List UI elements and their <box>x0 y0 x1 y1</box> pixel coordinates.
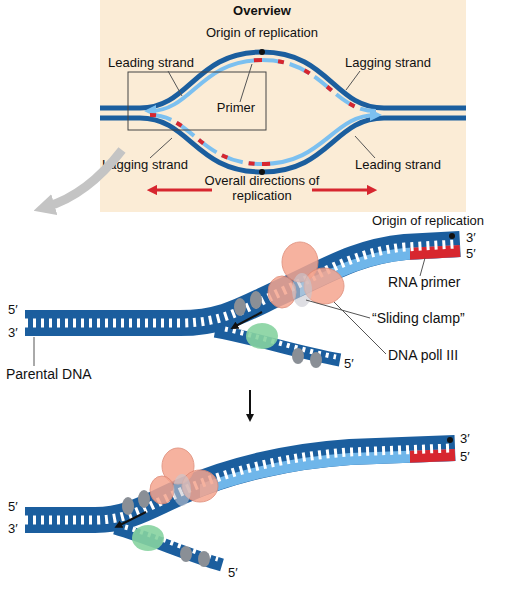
dna-polymerase <box>150 476 174 504</box>
sliding-clamp <box>292 273 312 307</box>
leader-line <box>306 300 370 318</box>
panel-label: Primer <box>217 101 255 116</box>
strand-end-label: 3′ <box>8 326 18 341</box>
direction-arrow <box>118 512 146 526</box>
strand-end-label: 5′ <box>460 450 470 465</box>
panel-label: Overall directions of replication <box>200 174 324 204</box>
origin-dot <box>259 49 265 55</box>
direction-arrow <box>312 189 372 192</box>
sliding-clamp <box>173 474 191 506</box>
helicase <box>132 525 164 551</box>
base-pairs <box>25 448 451 520</box>
binding-protein <box>310 352 322 368</box>
origin-dot <box>449 233 455 239</box>
strand-end-label: 5′ <box>466 247 476 262</box>
panel-label: Leading strand <box>108 56 194 71</box>
binding-protein <box>250 291 262 309</box>
part-label: RNA primer <box>388 274 460 290</box>
binding-protein <box>234 298 246 316</box>
strand-end-label: 3′ <box>466 231 476 246</box>
binding-protein <box>180 546 192 562</box>
part-label: Parental DNA <box>6 366 92 382</box>
new-strand <box>300 251 460 330</box>
binding-protein <box>122 497 134 515</box>
binding-protein <box>292 348 304 364</box>
strand-end-label: 3′ <box>460 432 470 447</box>
leader-line <box>334 302 386 354</box>
strand-end-label: 3′ <box>8 522 18 537</box>
dna-polymerase <box>268 276 296 308</box>
strand-end-label: 5′ <box>8 500 18 515</box>
strand-end-label: 5′ <box>8 303 18 318</box>
origin-dot <box>259 169 265 175</box>
strand-end-label: 5′ <box>344 357 354 372</box>
strand-end-label: 5′ <box>228 566 238 581</box>
panel-label: Origin of replication <box>206 26 318 41</box>
rna-primer <box>410 455 455 527</box>
binding-protein <box>138 490 150 508</box>
part-label: DNA poll III <box>388 347 458 363</box>
panel-title: Overview <box>233 4 291 19</box>
step-arrow <box>249 390 251 418</box>
rna-primer <box>410 251 460 330</box>
part-label: “Sliding clamp” <box>372 310 465 326</box>
direction-arrow <box>152 189 212 192</box>
leader-line <box>420 258 425 276</box>
part-label: Origin of replication <box>372 214 484 229</box>
panel-label: Lagging strand <box>345 56 431 71</box>
origin-dot <box>447 437 453 443</box>
bases <box>225 329 336 357</box>
base-pairs <box>25 244 456 323</box>
direction-arrow <box>234 312 262 327</box>
panel-label: Leading strand <box>355 158 441 173</box>
leader-line <box>34 337 35 366</box>
binding-protein <box>198 551 210 567</box>
new-strand <box>200 455 455 527</box>
helicase <box>246 323 278 349</box>
